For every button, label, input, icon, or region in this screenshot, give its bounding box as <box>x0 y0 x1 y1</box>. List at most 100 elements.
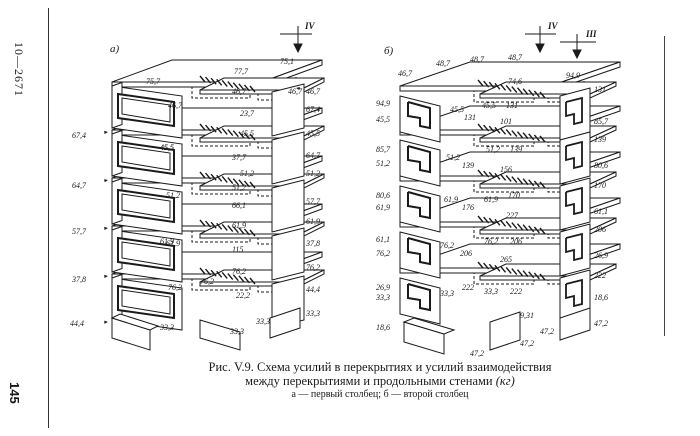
force-value-label: 131 <box>594 85 606 94</box>
force-value-label: 76,2 <box>484 237 498 246</box>
caption-line-2: между перекрытиями и продольными стенами… <box>150 374 610 388</box>
figure-a <box>110 59 325 351</box>
figure-b-label: б) <box>384 45 394 57</box>
leader-arrowhead <box>104 226 108 231</box>
joint-hatch <box>516 131 523 139</box>
arrow-label-b1: IV <box>547 21 559 31</box>
door-opening <box>565 186 583 216</box>
force-value-label: 22,2 <box>236 291 250 300</box>
force-value-label: 45,5 <box>160 143 174 152</box>
joint-hatch <box>533 272 540 280</box>
joint-hatch <box>505 129 512 136</box>
joint-hatch <box>516 223 523 231</box>
door-opening <box>565 232 583 262</box>
joint-hatch <box>210 221 217 229</box>
joint-hatch <box>533 134 540 142</box>
joint-hatch <box>483 80 490 88</box>
force-value-label: 51,2 <box>232 183 246 192</box>
door-opening <box>565 278 583 308</box>
force-value-label: 222 <box>510 287 522 296</box>
force-value-label: 80,6 <box>594 161 608 170</box>
joint-hatch <box>505 221 512 228</box>
force-value-label: 139 <box>510 145 522 154</box>
joint-hatch <box>533 180 540 188</box>
joint-hatch <box>205 124 212 132</box>
end-wall <box>271 83 305 137</box>
joint-hatch <box>249 181 256 189</box>
joint-hatch <box>533 90 540 98</box>
joint-hatch <box>210 173 217 181</box>
force-value-label: 18,6 <box>376 323 390 332</box>
force-value-label: 45,5 <box>306 129 320 138</box>
door-opening <box>565 96 583 126</box>
joint-hatch <box>477 261 484 269</box>
force-value-label: 64,7 <box>72 181 87 190</box>
joint-hatch <box>516 269 523 277</box>
door-opening <box>407 191 431 220</box>
joint-hatch <box>243 84 250 92</box>
joint-hatch <box>210 125 217 133</box>
joint-hatch <box>505 85 512 92</box>
joint-hatch <box>199 171 206 179</box>
joint-hatch <box>232 226 239 234</box>
force-value-label: 45,5 <box>240 129 254 138</box>
force-value-label: 33,3 <box>229 327 244 336</box>
force-value-label: 206 <box>594 225 606 234</box>
force-value-label: 85,7 <box>594 117 609 126</box>
joint-hatch <box>500 83 507 91</box>
joint-hatch <box>516 87 523 95</box>
joint-hatch <box>249 133 256 141</box>
end-wall <box>271 131 305 185</box>
joint-hatch <box>238 83 245 91</box>
joint-hatch <box>511 130 518 137</box>
joint-hatch <box>243 180 250 188</box>
joint-hatch <box>238 179 245 187</box>
force-value-label: 23,7 <box>240 109 255 118</box>
joint-hatch <box>216 270 223 278</box>
force-value-label: 45,5 <box>160 143 174 152</box>
joint-hatch <box>232 82 239 90</box>
foundation-block <box>489 311 521 351</box>
force-value-label: 37,8 <box>305 239 320 248</box>
force-value-label: 46,7 <box>288 87 303 96</box>
joint-hatch <box>483 170 490 178</box>
joint-hatch <box>477 169 484 177</box>
joint-hatch <box>210 77 217 85</box>
joint-hatch <box>522 270 529 278</box>
force-value-label: 61,9 <box>376 203 390 212</box>
joint-hatch <box>205 220 212 228</box>
joint-hatch <box>221 271 228 279</box>
force-value-label: 61,9 <box>166 239 180 248</box>
foundation-block <box>269 307 301 339</box>
joint-hatch <box>227 129 234 137</box>
force-value-label: 33,3 <box>483 287 498 296</box>
force-value-label: 76,2 <box>232 267 246 276</box>
joint-hatch <box>477 79 484 87</box>
door-opening <box>407 283 431 312</box>
joint-hatch <box>539 273 546 281</box>
leader-line <box>82 322 108 323</box>
force-value-label: 44,4 <box>70 319 84 328</box>
force-value-label: 26,9 <box>376 283 390 292</box>
joint-hatch <box>483 216 490 224</box>
force-value-label: 51,2 <box>376 159 390 168</box>
end-wall <box>271 227 305 281</box>
force-value-label: 46,7 <box>398 69 413 78</box>
arrow-label-a: IV <box>304 21 316 31</box>
joint-hatch <box>528 271 535 279</box>
joint-hatch <box>511 268 518 275</box>
joint-hatch <box>216 174 223 182</box>
joint-hatch <box>488 125 495 133</box>
joint-hatch <box>494 172 501 180</box>
joint-hatch <box>199 123 206 131</box>
force-value-label: 47,2 <box>520 339 534 348</box>
force-value-label: 46,7 <box>306 87 321 96</box>
joint-hatch <box>505 175 512 182</box>
force-value-label: 33,3 <box>305 309 320 318</box>
force-value-label: 176 <box>462 203 474 212</box>
joint-hatch <box>221 175 228 183</box>
force-value-label: 57,7 <box>72 227 87 236</box>
page-edge-line-right <box>664 36 665 336</box>
force-value-label: 51,2 <box>306 169 320 178</box>
force-value-label: 45,5 <box>450 105 464 114</box>
